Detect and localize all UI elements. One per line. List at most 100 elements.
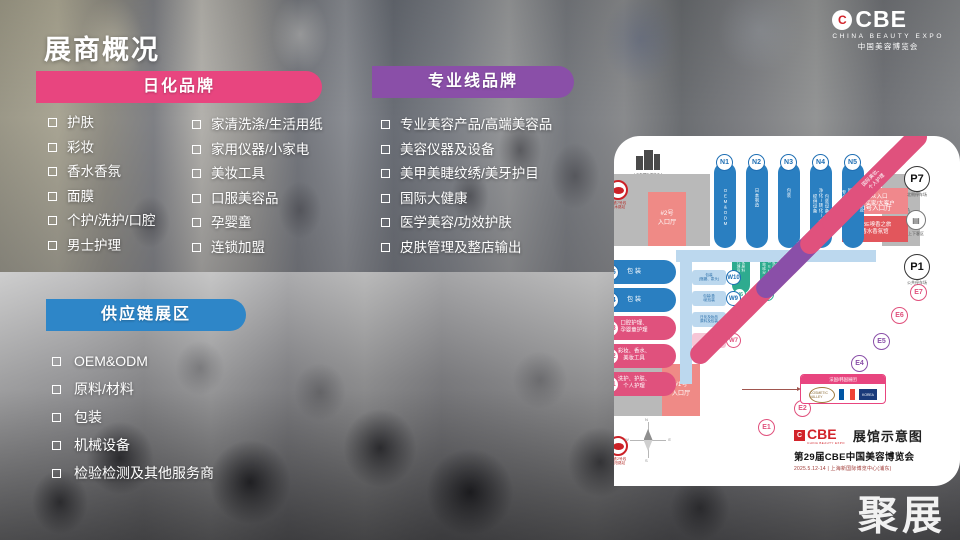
- daily-col2-item: 美妆工具: [192, 167, 323, 181]
- page-title: 展商概况: [44, 35, 160, 65]
- hall-pin-E5[interactable]: E5: [873, 333, 890, 350]
- shuttle-dropoff-icon[interactable]: ▤: [906, 210, 926, 230]
- pro-item: 美甲美睫纹绣/美牙护目: [381, 167, 552, 181]
- checkbox-icon: [48, 191, 57, 201]
- hall-pin-E6[interactable]: E6: [891, 307, 908, 324]
- pro-label: 皮肤管理及整店输出: [400, 239, 522, 255]
- cosmetic-valley-seal-icon: COSMETIC VALLEY: [809, 386, 835, 403]
- map-footer-logo-text: CBE: [807, 425, 837, 442]
- daily-col2-label: 孕婴童: [211, 215, 252, 230]
- daily-col1-item: 面膜: [48, 188, 156, 204]
- daily-col1-label: 面膜: [67, 188, 94, 204]
- hall-pin-N3[interactable]: N3: [780, 154, 797, 171]
- checkbox-icon: [381, 218, 390, 228]
- hall-pin-E4[interactable]: E4: [851, 355, 868, 372]
- checkbox-icon: [192, 193, 201, 203]
- compass-east: E: [668, 437, 671, 442]
- supply-item: OEM&ODM: [52, 354, 214, 368]
- hall-W1[interactable]: 洗护、护肤、 个人护理: [614, 372, 676, 396]
- checkbox-icon: [52, 384, 61, 394]
- hall-pin-E7[interactable]: E7: [910, 284, 927, 301]
- checkbox-icon: [52, 356, 61, 366]
- hall-pin-N1[interactable]: N1: [716, 154, 733, 171]
- map-footer-edition: 第29届CBE中国美容博览会: [794, 452, 915, 463]
- hall-W4-text: 包 装: [626, 295, 642, 303]
- hall-pin-N2[interactable]: N2: [748, 154, 765, 171]
- checkbox-icon: [192, 242, 201, 252]
- parking-P7[interactable]: P7: [904, 166, 930, 192]
- daily-col1-item: 个护/洗护/口腔: [48, 214, 156, 228]
- pro-label: 美容仪器及设备: [400, 141, 495, 157]
- pro-item: 医学美容/功效护肤: [381, 216, 552, 230]
- hall-pin-E1[interactable]: E1: [758, 419, 775, 436]
- hall-W3-text: 口腔护理、 孕婴童护理: [620, 320, 648, 334]
- supply-label: 原料/材料: [74, 381, 134, 397]
- checkbox-icon: [381, 144, 390, 154]
- pavilion-header: 法国/韩国展团: [801, 375, 885, 384]
- exhibition-map-card[interactable]: 上海新国际博览中心 北广场 东广场 南广场 #2号 入口厅 #1号 入口厅 ★ …: [614, 136, 960, 486]
- banner-pro-brands: 专业线品牌: [372, 66, 574, 98]
- daily-col1-label: 护肤: [67, 115, 94, 130]
- hall-W9[interactable]: 包装/盒 /纸包装: [692, 291, 726, 306]
- supply-label: 包装: [74, 409, 102, 425]
- map-footer-title: 展馆示意图: [852, 429, 923, 444]
- brand-subtitle-en: CHINA BEAUTY EXPO: [832, 33, 944, 40]
- pro-item: 皮肤管理及整店输出: [381, 239, 552, 255]
- daily-col2-label: 家用仪器/小家电: [211, 141, 310, 157]
- hall-W5-text: 包 装: [626, 267, 642, 275]
- korea-pavilion-icon: KOREA: [859, 389, 877, 400]
- hall-W10-text: 包装 (瓶罐、泵头): [698, 272, 720, 282]
- checkbox-icon: [192, 120, 201, 130]
- entry-hall-3-note: 观众入口 买家/大客户: [865, 194, 895, 207]
- checkbox-icon: [48, 118, 57, 128]
- hall-N6-text: 日化原料 及代理商: [737, 256, 746, 273]
- shuttle-dropoff-caption: 上下客区: [908, 231, 924, 236]
- list-daily-col1: 护肤彩妆香水香氛面膜个护/洗护/口腔男士护理: [48, 116, 156, 263]
- hall-W9-text: 包装/盒 /纸包装: [703, 293, 715, 303]
- supply-item: 机械设备: [52, 438, 214, 452]
- map-footer: C CBE CHINA BEAUTY EXPO 展馆示意图 第29届CBE中国美…: [794, 426, 923, 472]
- hall-W3[interactable]: 口腔护理、 孕婴童护理: [614, 316, 676, 340]
- hall-N1[interactable]: OEM&ODM: [714, 162, 736, 248]
- pro-label: 医学美容/功效护肤: [400, 215, 512, 230]
- hall-N3[interactable]: 包装: [778, 162, 800, 248]
- hall-W2[interactable]: 彩妆、香水、 美妆工具: [614, 344, 676, 368]
- pro-item: 美容仪器及设备: [381, 141, 552, 157]
- parking-P1[interactable]: P1: [904, 254, 930, 280]
- pro-label: 专业美容产品/高端美容品: [400, 117, 553, 132]
- map-footer-logo-sub: CHINA BEAUTY EXPO: [807, 440, 845, 445]
- checkbox-icon: [48, 167, 57, 177]
- hall-N2[interactable]: 日本制造: [746, 162, 768, 248]
- checkbox-icon: [192, 144, 201, 154]
- daily-col1-label: 男士护理: [67, 237, 121, 253]
- supply-label: OEM&ODM: [74, 353, 148, 369]
- map-corridor: [676, 250, 876, 262]
- hall-W8-text: 日化及妆品 原料及包装: [700, 314, 718, 324]
- metro-line2-icon[interactable]: [614, 436, 628, 456]
- supply-item: 包装: [52, 410, 214, 424]
- daily-col1-item: 香水香氛: [48, 165, 156, 179]
- hall-pin-W10[interactable]: W10: [726, 270, 741, 285]
- hall-W4[interactable]: 包 装: [614, 288, 676, 312]
- banner-daily-brands: 日化品牌: [36, 71, 322, 103]
- hall-W10[interactable]: 包装 (瓶罐、泵头): [692, 270, 726, 285]
- map-corridor-vertical: [680, 262, 692, 384]
- entry-hall-2[interactable]: #2号 入口厅: [648, 192, 686, 246]
- daily-col2-label: 连锁加盟: [211, 239, 265, 255]
- hall-N2-text: 日本制造: [754, 188, 760, 208]
- metro-line7-icon[interactable]: [614, 180, 628, 200]
- checkbox-icon: [48, 216, 57, 226]
- hall-pin-N4[interactable]: N4: [812, 154, 829, 171]
- international-pavilion-callout[interactable]: 法国/韩国展团 COSMETIC VALLEY KOREA: [800, 374, 886, 404]
- daily-col1-item: 护肤: [48, 116, 156, 130]
- checkbox-icon: [381, 169, 390, 179]
- hall-W1-text: 洗护、护肤、 个人护理: [617, 376, 651, 390]
- hall-pin-N5[interactable]: N5: [844, 154, 861, 171]
- hall-W5[interactable]: 包 装: [614, 260, 676, 284]
- hall-N1-text: OEM&ODM: [722, 188, 728, 227]
- checkbox-icon: [381, 242, 390, 252]
- parking-P7-caption: 北侧停车场: [907, 192, 927, 197]
- pro-label: 国际大健康: [400, 190, 468, 206]
- checkbox-icon: [52, 412, 61, 422]
